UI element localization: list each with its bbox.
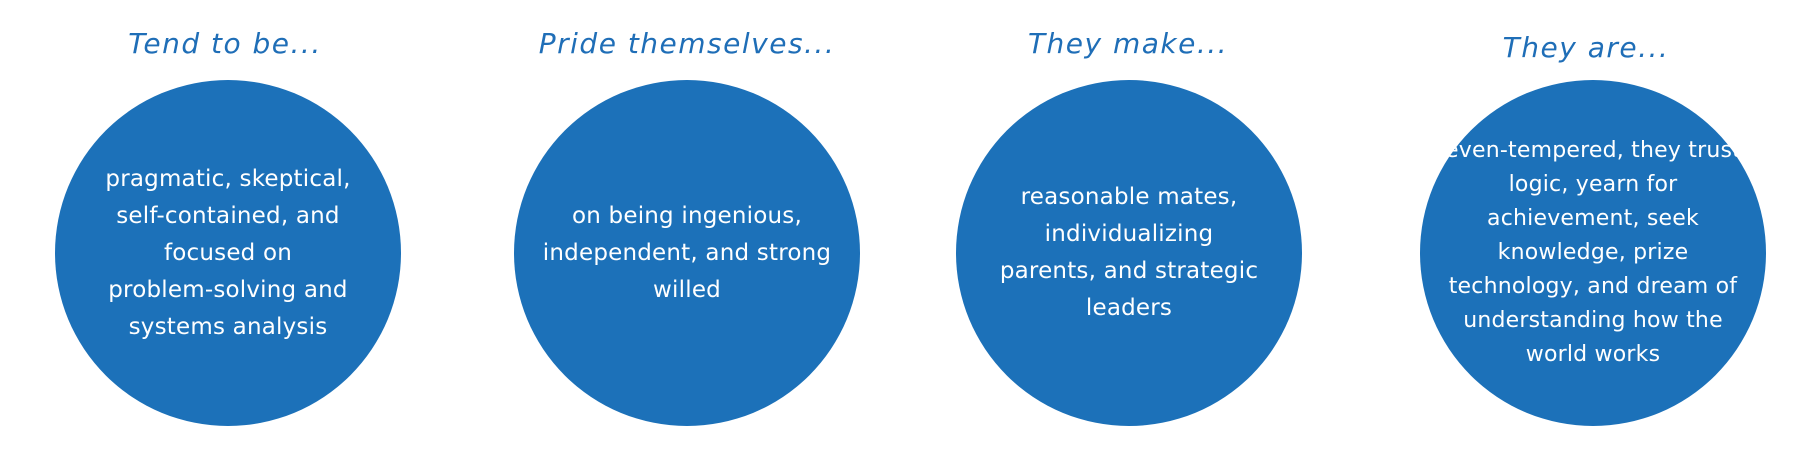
panel-they-are: They are... even-tempered, they trust lo… [1386,0,1786,474]
panel-title: They are... [1502,31,1670,64]
panel-title: They make... [1027,27,1229,60]
panel-tend-to-be: Tend to be... pragmatic, skeptical, self… [25,0,425,474]
circle-text: even-tempered, they trust logic, yearn f… [1445,138,1741,367]
circle: reasonable mates, individualizing parent… [956,80,1302,426]
circle: on being ingenious, independent, and str… [514,80,860,426]
circle: pragmatic, skeptical, self-contained, an… [55,80,401,426]
panel-title: Pride themselves... [538,27,836,60]
circle-text: pragmatic, skeptical, self-contained, an… [105,165,351,340]
circle-text: on being ingenious, independent, and str… [542,202,832,303]
circle-text: reasonable mates, individualizing parent… [999,184,1259,321]
panel-pride-themselves: Pride themselves... on being ingenious, … [487,0,887,474]
circle: even-tempered, they trust logic, yearn f… [1420,80,1766,426]
panel-they-make: They make... reasonable mates, individua… [928,0,1328,474]
panel-title: Tend to be... [128,27,322,60]
